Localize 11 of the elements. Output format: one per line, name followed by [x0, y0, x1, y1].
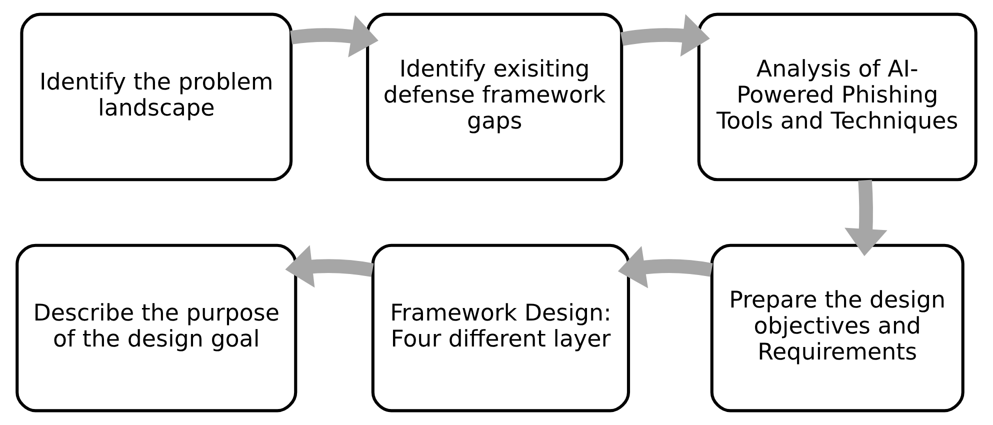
node-box: Analysis of AI-Powered Phishing Tools and Techniques: [697, 12, 978, 182]
node-box: Describe the purpose of the design goal: [16, 244, 298, 412]
node-box: Identify the problem landscape: [20, 12, 293, 182]
arrow: [618, 246, 713, 288]
node-box: Prepare the design objectives and Requirements: [710, 244, 964, 412]
node-box: Identify exisiting defense framework gaps: [366, 12, 624, 182]
node-box: Framework Design: Four different layer: [371, 244, 630, 412]
arrow: [290, 15, 378, 58]
arrow: [620, 14, 710, 57]
arrow: [285, 245, 374, 288]
arrow: [844, 180, 888, 256]
